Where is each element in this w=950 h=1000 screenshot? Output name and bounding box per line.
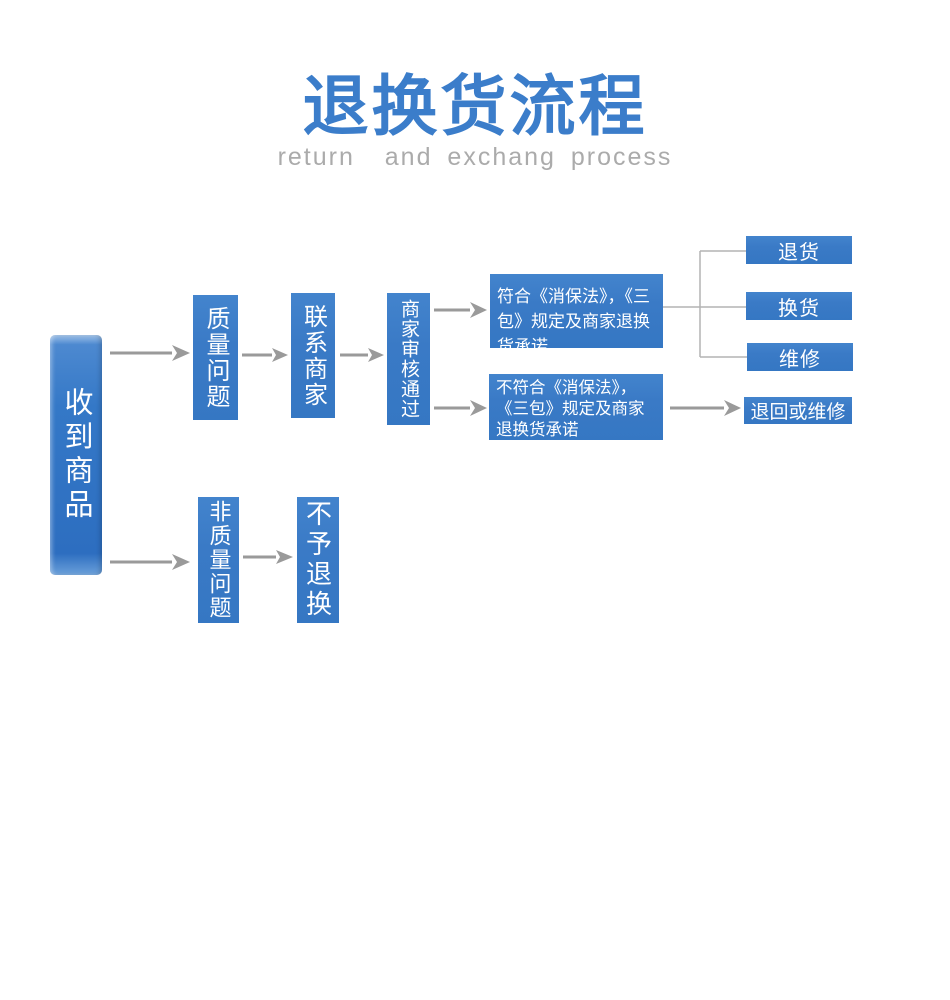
node-not-comply-policy: 不符合《消保法》，《三包》规定及商家退换货承诺: [489, 374, 663, 440]
header: 退换货流程 return and exchang process: [0, 69, 950, 172]
node-return-or-repair: 退回或维修: [744, 397, 852, 424]
arrow-review-to-comply: [434, 302, 487, 318]
node-comply-policy: 符合《消保法》，《三包》规定及商家退换货承诺: [490, 274, 663, 356]
arrow-quality-to-contact: [242, 348, 288, 362]
page-subtitle: return and exchang process: [277, 143, 673, 172]
node-receive-goods: 收到商品: [50, 335, 102, 575]
node-contact-seller: 联系商家: [291, 293, 335, 418]
node-seller-review-pass: 商家审核通过: [387, 293, 430, 425]
arrow-notcomply-to-returnrepair: [670, 400, 741, 416]
node-exchange: 换货: [746, 292, 852, 320]
arrow-contact-to-review: [340, 348, 384, 362]
connector-layer: [110, 250, 747, 570]
page-title: 退换货流程: [302, 69, 648, 143]
node-quality-issue: 质量问题: [193, 295, 238, 420]
node-refund: 退货: [746, 236, 852, 264]
arrow-nonquality-to-noreturn: [243, 550, 293, 564]
arrow-receive-to-nonquality: [110, 554, 190, 570]
node-non-quality-issue: 非质量问题: [198, 497, 239, 623]
node-no-return-exchange: 不予退换: [297, 497, 339, 623]
node-repair: 维修: [747, 343, 853, 371]
arrow-receive-to-quality: [110, 345, 190, 361]
arrow-review-to-notcomply: [434, 400, 487, 416]
